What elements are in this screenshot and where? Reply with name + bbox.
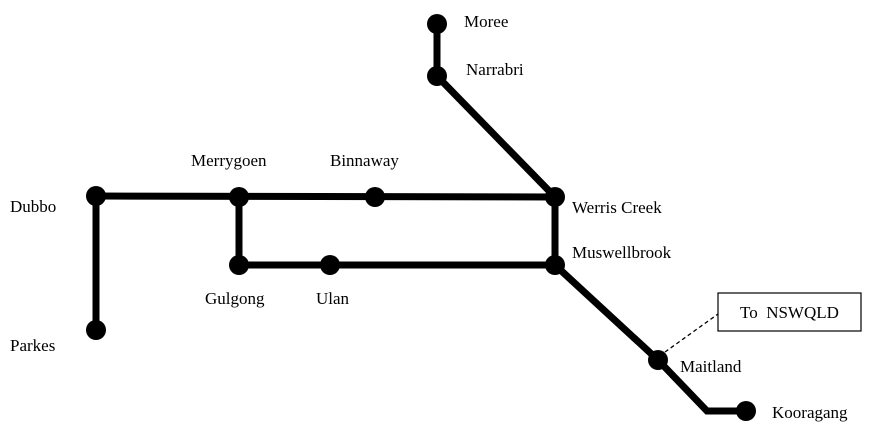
label-binnaway: Binnaway bbox=[330, 151, 399, 170]
label-dubbo: Dubbo bbox=[10, 197, 56, 216]
label-moree: Moree bbox=[464, 12, 508, 31]
station-dot-ulan[interactable] bbox=[320, 255, 340, 275]
label-muswellbrook: Muswellbrook bbox=[572, 243, 672, 262]
station-dot-muswellbrook[interactable] bbox=[545, 255, 565, 275]
label-gulgong: Gulgong bbox=[205, 289, 265, 308]
station-dot-narrabri[interactable] bbox=[427, 66, 447, 86]
label-kooragang: Kooragang bbox=[772, 403, 848, 422]
station-dot-moree[interactable] bbox=[427, 14, 447, 34]
station-dot-dubbo[interactable] bbox=[86, 186, 106, 206]
station-dot-maitland[interactable] bbox=[648, 350, 668, 370]
track-lines bbox=[92, 24, 746, 415]
callout-label: To NSWQLD bbox=[740, 303, 839, 322]
station-dot-gulgong[interactable] bbox=[229, 255, 249, 275]
station-markers bbox=[86, 14, 756, 421]
track-muswellbrook-kooragang bbox=[552, 262, 746, 415]
track-dubbo-werris-creek bbox=[95, 192, 556, 201]
callout-box[interactable] bbox=[717, 292, 862, 332]
station-dot-binnaway[interactable] bbox=[365, 187, 385, 207]
callout-leader-line bbox=[664, 313, 719, 353]
label-maitland: Maitland bbox=[680, 357, 742, 376]
label-ulan: Ulan bbox=[316, 289, 350, 308]
label-werris-creek: Werris Creek bbox=[572, 198, 662, 217]
label-narrabri: Narrabri bbox=[466, 60, 524, 79]
label-merrygoen: Merrygoen bbox=[191, 151, 267, 170]
station-dot-parkes[interactable] bbox=[86, 320, 106, 340]
track-narrabri-werris-creek bbox=[434, 73, 558, 200]
label-parkes: Parkes bbox=[10, 336, 55, 355]
station-labels: Moree Narrabri Merrygoen Binnaway Dubbo … bbox=[10, 12, 848, 422]
station-dot-merrygoen[interactable] bbox=[229, 187, 249, 207]
nswqld-callout: To NSWQLD bbox=[664, 292, 862, 353]
station-dot-kooragang[interactable] bbox=[736, 401, 756, 421]
station-dot-werris-creek[interactable] bbox=[545, 187, 565, 207]
